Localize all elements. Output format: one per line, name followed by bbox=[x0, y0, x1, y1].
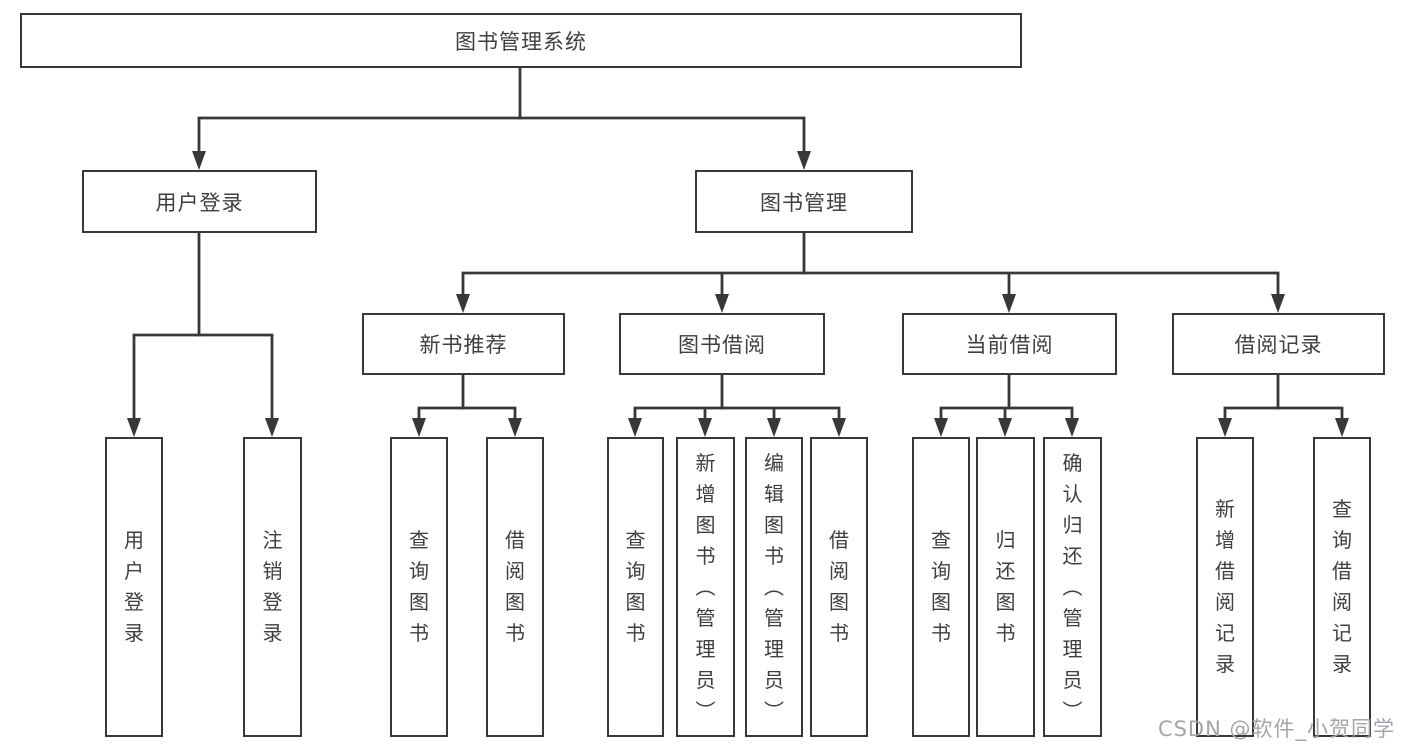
node-label: 借阅图书 bbox=[505, 528, 525, 645]
node-book-management: 图书管理 bbox=[695, 170, 913, 233]
leaf-query-borrow-record: 查询借阅记录 bbox=[1313, 437, 1371, 737]
node-label: 借阅记录 bbox=[1234, 333, 1323, 357]
node-label: 图书借阅 bbox=[678, 333, 766, 357]
node-current-borrow: 当前借阅 bbox=[902, 313, 1117, 375]
node-label: 查询图书 bbox=[409, 528, 429, 645]
leaf-user-login: 用户登录 bbox=[105, 437, 163, 737]
node-library-system-root: 图书管理系统 bbox=[20, 13, 1022, 68]
node-label: 图书管理 bbox=[760, 190, 848, 215]
node-label: 新增图书︵管理员︶ bbox=[695, 450, 716, 723]
node-label: 当前借阅 bbox=[965, 333, 1054, 357]
node-user-login: 用户登录 bbox=[82, 170, 317, 233]
node-label: 新增借阅记录 bbox=[1215, 497, 1235, 676]
node-label: 用户登录 bbox=[155, 190, 244, 215]
leaf-logout: 注销登录 bbox=[243, 437, 302, 737]
leaf-query-books-borrow: 查询图书 bbox=[607, 437, 664, 737]
leaf-add-borrow-record: 新增借阅记录 bbox=[1196, 437, 1254, 737]
node-label: 借阅图书 bbox=[829, 528, 849, 645]
leaf-borrow-books: 借阅图书 bbox=[810, 437, 868, 737]
leaf-edit-books-admin: 编辑图书︵管理员︶ bbox=[745, 437, 803, 737]
leaf-add-books-admin: 新增图书︵管理员︶ bbox=[676, 437, 735, 737]
node-new-book-recommend: 新书推荐 bbox=[362, 313, 565, 375]
node-label: 编辑图书︵管理员︶ bbox=[764, 450, 784, 723]
node-label: 查询图书 bbox=[625, 528, 646, 645]
leaf-query-books-recommend: 查询图书 bbox=[390, 437, 448, 737]
node-borrow-records: 借阅记录 bbox=[1172, 313, 1385, 375]
leaf-borrow-books-recommend: 借阅图书 bbox=[486, 437, 544, 737]
leaf-return-books: 归还图书 bbox=[976, 437, 1035, 737]
node-label: 确认归还︵管理员︶ bbox=[1062, 450, 1083, 723]
leaf-confirm-return-admin: 确认归还︵管理员︶ bbox=[1043, 437, 1102, 737]
node-label: 新书推荐 bbox=[419, 333, 508, 357]
node-label: 注销登录 bbox=[262, 528, 283, 645]
node-label: 查询借阅记录 bbox=[1332, 497, 1352, 676]
csdn-watermark: CSDN @软件_小贺同学 bbox=[1157, 717, 1395, 741]
node-book-borrow: 图书借阅 bbox=[619, 313, 825, 375]
node-label: 用户登录 bbox=[124, 528, 144, 645]
node-label: 图书管理系统 bbox=[455, 29, 587, 54]
node-label: 查询图书 bbox=[931, 528, 951, 645]
node-label: 归还图书 bbox=[995, 528, 1016, 645]
leaf-query-books-current: 查询图书 bbox=[912, 437, 970, 737]
